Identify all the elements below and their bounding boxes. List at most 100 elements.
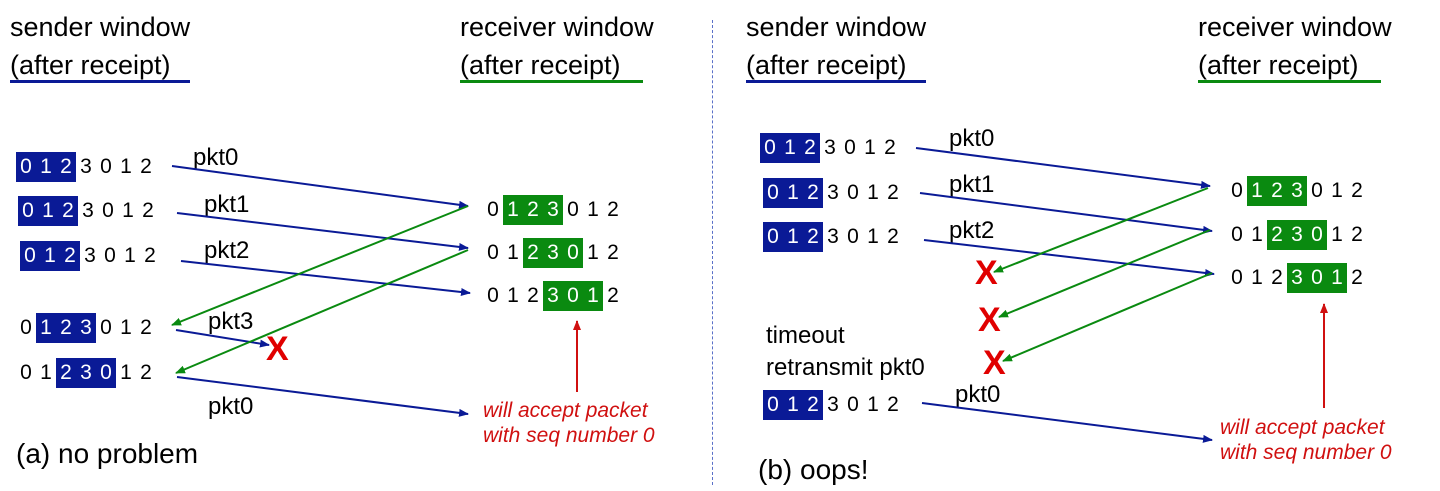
seq-cell: 0: [847, 393, 859, 416]
seq-cell: 0: [760, 133, 780, 163]
seq-cell: 0: [763, 222, 783, 252]
b-pkt0-arrow: [915, 147, 1211, 189]
seq-cell: 0: [1307, 263, 1327, 293]
seq-cell: 0: [20, 316, 32, 339]
seq-cell: 2: [523, 238, 543, 268]
seq-cell: 3: [82, 199, 94, 222]
seq-cell: 1: [587, 198, 599, 221]
seq-cell: 2: [1351, 179, 1363, 202]
seq-cell: 1: [864, 136, 876, 159]
a-sender-header-line2: (after receipt): [10, 52, 190, 83]
seq-cell: 0: [18, 196, 38, 226]
seq-cell: 2: [607, 284, 619, 307]
seq-cell: 0: [847, 181, 859, 204]
b-ack0-arrow: [993, 187, 1209, 273]
seq-cell: 2: [1351, 266, 1363, 289]
seq-cell: 1: [36, 313, 56, 343]
seq-cell: 2: [60, 241, 80, 271]
seq-cell: 0: [1311, 179, 1323, 202]
b-lost-ack-mark-2: X: [978, 301, 1001, 339]
seq-cell: 3: [543, 238, 563, 268]
seq-cell: 1: [587, 241, 599, 264]
a-sender-header-line1: sender window: [10, 12, 191, 42]
seq-cell: 3: [824, 136, 836, 159]
seq-cell: 0: [563, 238, 583, 268]
seq-cell: 3: [76, 358, 96, 388]
seq-cell: 3: [1287, 176, 1307, 206]
seq-cell: 2: [144, 244, 156, 267]
seq-cell: 0: [487, 198, 499, 221]
b-pkt0-retransmit-arrow: [921, 402, 1213, 443]
seq-cell: 2: [56, 358, 76, 388]
seq-cell: 0: [20, 241, 40, 271]
b-caption: (b) oops!: [758, 454, 869, 485]
seq-cell: 2: [56, 152, 76, 182]
b-pkt2-arrow: [923, 239, 1215, 277]
b-sender-header-line1: sender window: [746, 12, 927, 42]
seq-cell: 2: [140, 316, 152, 339]
b-pkt-label-1: pkt0: [949, 125, 995, 152]
b-sender-header-line2: (after receipt): [746, 52, 926, 83]
a-pkt3-arrow: [175, 329, 270, 348]
seq-cell: 0: [102, 199, 114, 222]
seq-cell: 3: [827, 225, 839, 248]
seq-cell: 1: [40, 361, 52, 384]
b-lost-ack-mark-1: X: [975, 254, 998, 292]
seq-cell: 1: [780, 133, 800, 163]
seq-cell: 1: [783, 178, 803, 208]
seq-cell: 0: [1307, 220, 1327, 250]
seq-cell: 1: [120, 316, 132, 339]
seq-cell: 0: [1231, 179, 1243, 202]
seq-cell: 0: [100, 316, 112, 339]
a-pkt1-arrow: [176, 212, 469, 251]
seq-cell: 2: [1271, 266, 1283, 289]
seq-cell: 1: [1247, 176, 1267, 206]
b-lost-ack-mark-3: X: [983, 344, 1006, 382]
seq-cell: 0: [567, 198, 579, 221]
seq-cell: 2: [527, 284, 539, 307]
seq-cell: 2: [142, 199, 154, 222]
seq-cell: 2: [803, 222, 823, 252]
seq-cell: 1: [867, 225, 879, 248]
seq-cell: 1: [124, 244, 136, 267]
seq-cell: 3: [80, 155, 92, 178]
b-accept-note: will accept packet with seq number 0: [1220, 416, 1392, 464]
a-pkt-label-3: pkt2: [204, 237, 250, 264]
seq-cell: 2: [607, 198, 619, 221]
a-ack1-arrow: [175, 249, 469, 374]
a-ack0-arrow: [171, 205, 469, 326]
seq-cell: 1: [122, 199, 134, 222]
b-ack1-arrow: [998, 229, 1211, 318]
seq-cell: 1: [1331, 179, 1343, 202]
panel-divider: [712, 20, 713, 485]
a-caption: (a) no problem: [16, 438, 199, 469]
seq-cell: 2: [523, 195, 543, 225]
seq-cell: 0: [16, 152, 36, 182]
a-receiver-header-line2: (after receipt): [460, 52, 643, 83]
seq-cell: 1: [120, 155, 132, 178]
seq-cell: 0: [844, 136, 856, 159]
seq-cell: 0: [1231, 223, 1243, 246]
a-pkt-label-2: pkt1: [204, 191, 250, 218]
seq-cell: 3: [827, 181, 839, 204]
a-accept-note: will accept packet with seq number 0: [483, 399, 655, 447]
seq-cell: 2: [58, 196, 78, 226]
seq-cell: 2: [884, 136, 896, 159]
a-pkt0-retransmit-arrow: [176, 376, 469, 417]
seq-cell: 0: [1231, 266, 1243, 289]
seq-cell: 2: [1267, 220, 1287, 250]
seq-cell: 2: [800, 133, 820, 163]
b-pkt1-arrow: [919, 192, 1213, 234]
b-timeout-label: timeout: [766, 322, 845, 349]
